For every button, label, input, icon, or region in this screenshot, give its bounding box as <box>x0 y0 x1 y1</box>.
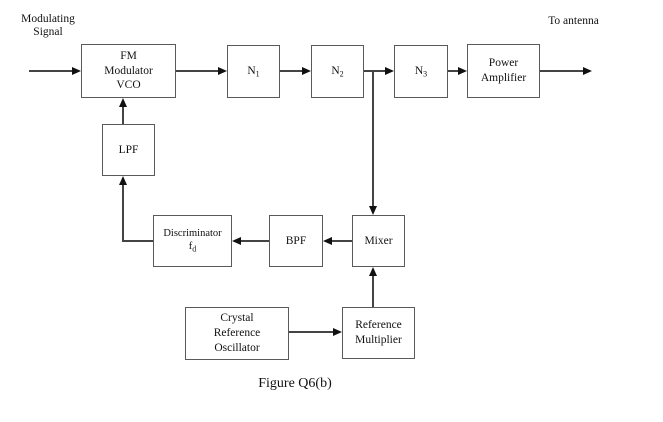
block-discriminator: Discriminator fd <box>153 215 232 267</box>
modulating-signal-line2: Signal <box>33 25 63 38</box>
wire-lpf-to-fm <box>122 106 124 124</box>
block-bpf: BPF <box>269 215 323 267</box>
arrowhead-n2-to-n3 <box>385 66 394 75</box>
block-power-amplifier: Power Amplifier <box>467 44 540 98</box>
fm-modulator-line2: Modulator <box>104 64 153 77</box>
crystal-osc-line2: Reference <box>213 327 261 340</box>
crystal-osc-line3: Oscillator <box>214 341 260 354</box>
n1-sub: 1 <box>255 69 260 79</box>
figure-caption: Figure Q6(b) <box>258 376 332 391</box>
wire-n3-to-pa <box>448 70 458 72</box>
power-amplifier-line2: Amplifier <box>480 72 527 84</box>
wire-tap-to-mixer <box>372 71 374 207</box>
wire-bpf-to-discriminator <box>241 240 269 242</box>
block-n3: N3 <box>394 45 448 98</box>
arrowhead-cro-to-refmult <box>333 327 342 336</box>
arrowhead-refmult-to-mixer <box>368 267 377 276</box>
block-n2: N2 <box>311 45 364 98</box>
arrowhead-mixer-to-bpf <box>323 236 332 245</box>
n2-label: N2 <box>331 64 343 80</box>
wire-refmult-to-mixer <box>372 275 374 307</box>
lpf-label: LPF <box>118 143 139 156</box>
arrowhead-pa-to-antenna <box>583 66 592 75</box>
mixer-label: Mixer <box>364 234 393 247</box>
discriminator-d-sub: d <box>192 244 197 254</box>
arrowhead-tap-to-mixer <box>368 206 377 215</box>
n1-label: N1 <box>247 64 259 80</box>
block-mixer: Mixer <box>352 215 405 267</box>
n1-base: N <box>247 64 256 77</box>
wire-input <box>29 70 72 72</box>
wire-discriminator-elbow-h <box>122 240 154 242</box>
fm-modulator-line1: FM <box>120 49 137 62</box>
modulating-signal-label: Modulating Signal <box>10 13 86 38</box>
wire-n1-to-n2 <box>280 70 302 72</box>
discriminator-f: f <box>188 241 193 253</box>
power-amplifier-line1: Power <box>488 57 519 70</box>
n3-label: N3 <box>415 64 427 80</box>
block-fm-modulator-vco: FM Modulator VCO <box>81 44 176 98</box>
arrowhead-fm-to-n1 <box>218 66 227 75</box>
block-reference-multiplier: Reference Multiplier <box>342 307 415 359</box>
arrowhead-lpf-to-fm <box>118 98 127 107</box>
wire-fm-to-n1 <box>176 70 218 72</box>
block-n1: N1 <box>227 45 280 98</box>
wire-elbow-to-lpf <box>122 184 124 241</box>
ref-multiplier-line1: Reference <box>355 319 402 332</box>
n3-base: N <box>414 64 424 77</box>
discriminator-fd: fd <box>189 240 197 255</box>
arrowhead-to-lpf <box>118 176 127 185</box>
wire-cro-to-refmult <box>289 331 333 333</box>
bpf-label: BPF <box>285 234 307 247</box>
n3-sub: 3 <box>423 69 428 79</box>
modulating-signal-line1: Modulating <box>21 13 75 25</box>
wire-pa-to-antenna <box>540 70 583 72</box>
arrowhead-bpf-to-discriminator <box>232 236 241 245</box>
wire-mixer-to-bpf <box>332 240 352 242</box>
to-antenna-label: To antenna <box>548 15 599 27</box>
ref-multiplier-line2: Multiplier <box>355 334 402 346</box>
arrowhead-n3-to-pa <box>458 66 467 75</box>
fm-modulator-line3: VCO <box>116 79 141 92</box>
arrowhead-n1-to-n2 <box>302 66 311 75</box>
discriminator-line1: Discriminator <box>163 227 222 239</box>
n2-sub: 2 <box>339 69 344 79</box>
wire-n2-to-n3 <box>364 70 385 72</box>
block-crystal-reference-oscillator: Crystal Reference Oscillator <box>185 307 289 360</box>
n2-base: N <box>331 64 340 77</box>
block-lpf: LPF <box>102 124 155 176</box>
crystal-osc-line1: Crystal <box>220 312 254 325</box>
arrowhead-input-to-fm <box>72 66 81 75</box>
